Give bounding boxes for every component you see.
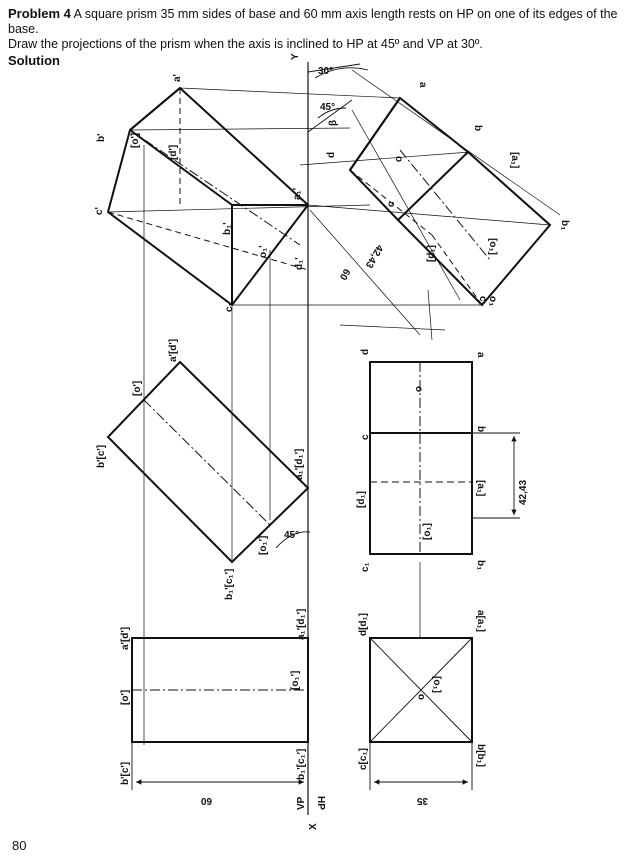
label-o-mid: [o'] <box>132 381 143 396</box>
label-dim-42-43: 42,43 <box>518 480 529 505</box>
label-o1-dash: o₁' <box>258 245 269 258</box>
problem-label: Problem 4 <box>8 6 71 21</box>
label-b1c1-bot: b₁'[c₁'] <box>296 749 307 780</box>
projector-lines <box>107 69 561 745</box>
label-x: X <box>308 823 319 830</box>
label-c1-mid: c₁ <box>360 562 371 572</box>
label-c-top: c <box>386 201 397 207</box>
label-d-top: d <box>326 152 337 158</box>
label-dim-42-43-rotated: 42,43 <box>363 243 385 271</box>
label-angle-45: 45° <box>320 102 335 113</box>
dimension-35 <box>369 742 473 790</box>
label-ad-mid: a'[d'] <box>168 339 179 362</box>
label-b-dash: b' <box>96 134 107 143</box>
label-angle-45-mid: 45° <box>284 530 299 541</box>
label-o1-bot-bracket: [o₁] <box>431 676 442 693</box>
label-ad-bot: a'[d'] <box>120 627 131 650</box>
label-o-bot-top: o <box>416 694 427 700</box>
final-top-view <box>348 96 552 307</box>
label-d1-top-bracket: [d₁] <box>426 245 437 262</box>
label-b1-mid: b₁ <box>475 560 486 570</box>
label-a1-dash: a₁' <box>292 188 303 200</box>
label-dd1-bot: d[d₁] <box>358 613 369 636</box>
label-o-dash-bracket: [o'] <box>130 133 141 148</box>
angle-arcs <box>307 63 369 133</box>
dimension-60 <box>131 742 309 790</box>
label-bc-bot: b'[c'] <box>120 762 131 785</box>
problem-statement-line-1: Problem 4 A square prism 35 mm sides of … <box>8 6 632 37</box>
label-b-top: b <box>472 125 483 131</box>
label-o1-top-bracket: [o₁] <box>487 238 498 255</box>
page-number: 80 <box>12 838 27 853</box>
label-o1-bot: [o₁'] <box>290 671 301 690</box>
problem-header: Problem 4 A square prism 35 mm sides of … <box>8 6 632 68</box>
label-bc-mid: b'[c'] <box>96 445 107 468</box>
label-a-dash: a' <box>172 74 183 82</box>
label-b1c1-mid: b₁'[c₁'] <box>224 569 235 600</box>
label-d1-mid-bracket: [d₁] <box>356 491 367 508</box>
label-a-top: a <box>417 82 428 88</box>
label-a1d1-bot: a₁'[d₁'] <box>296 609 307 640</box>
label-a1-mid-bracket: [a₁] <box>475 480 486 496</box>
label-bb1-bot: b[b₁] <box>475 744 486 767</box>
bottom-front-view <box>131 637 309 743</box>
middle-top-view <box>369 361 473 555</box>
label-d-mid: d <box>360 349 371 355</box>
label-d1-dash: d₁' <box>294 257 305 270</box>
label-a-mid: a <box>475 352 486 358</box>
label-hp: HP <box>315 796 326 810</box>
label-vp: VP <box>296 796 307 810</box>
label-dim-60: 60 <box>200 795 212 806</box>
middle-front-view <box>106 360 311 564</box>
label-aa1-bot: a[a₁] <box>475 610 486 632</box>
dimension-42-43 <box>472 432 520 519</box>
label-c1-dash: c₁' <box>224 300 235 312</box>
problem-text-1: A square prism 35 mm sides of base and 6… <box>8 7 618 36</box>
label-o1-top: o₁ <box>487 296 498 306</box>
label-o1-mid-bracket: [o₁] <box>422 523 433 540</box>
label-d-dash-bracket: [d'] <box>168 145 179 160</box>
label-b-mid: b <box>475 426 486 432</box>
label-b1-top: b₁ <box>559 220 570 230</box>
label-o1-mid: [o₁'] <box>258 536 269 555</box>
label-beta: β <box>328 120 339 126</box>
label-cc1-bot: c[c₁] <box>358 748 369 770</box>
label-o-bot: [o'] <box>120 690 131 705</box>
label-c-dash: c' <box>94 207 105 215</box>
label-o-mid-top: o <box>413 386 424 392</box>
label-y: Y <box>290 53 301 60</box>
label-b1-dash: b₁' <box>222 222 233 235</box>
label-a1-top-bracket: [a₁] <box>509 152 520 168</box>
bottom-top-view <box>369 562 473 743</box>
label-dim-35: 35 <box>416 795 428 806</box>
label-o-top: o <box>393 156 404 162</box>
label-angle-30: 30° <box>318 66 333 77</box>
label-a1d1-mid: a₁'[d₁'] <box>294 449 305 480</box>
problem-text-2: Draw the projections of the prism when t… <box>8 37 483 51</box>
label-c1-top: c₁ <box>477 296 488 306</box>
final-front-view <box>106 86 310 307</box>
solution-label: Solution <box>8 53 60 68</box>
label-dim-60-rotated: 60 <box>337 267 352 283</box>
label-c-mid: c <box>360 434 371 440</box>
